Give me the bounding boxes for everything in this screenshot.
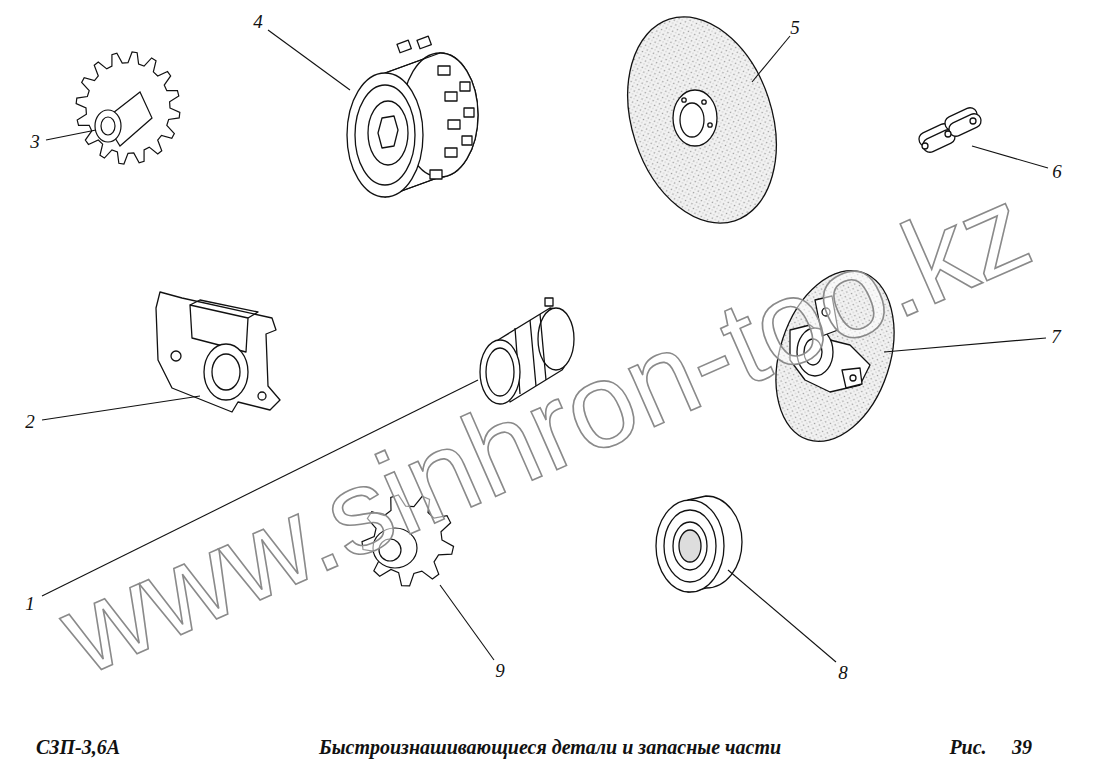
watermark: www.sinhron-too.kz (42, 161, 1047, 700)
model-code: СЗП-3,6А (36, 736, 120, 758)
disc-part (603, 0, 802, 242)
chain-part (917, 105, 984, 154)
callout-number: 8 (838, 663, 848, 684)
sprocket-hole (101, 117, 115, 135)
callout-number: 1 (25, 594, 35, 615)
callout-number: 5 (790, 18, 800, 39)
callout-number: 2 (25, 412, 35, 433)
figure-caption: Быстроизнашивающиеся детали и запасные ч… (319, 736, 781, 758)
callout-number: 6 (1052, 162, 1062, 183)
sprocket-bore (95, 110, 121, 142)
sprocket-part (76, 52, 180, 164)
sprocket-outline (76, 52, 180, 164)
figure-number: 39 (1012, 736, 1032, 758)
figure-label: Рис. (949, 736, 986, 758)
callout-number: 3 (30, 132, 40, 153)
callout-number: 4 (253, 12, 263, 33)
housing-part (156, 292, 280, 412)
wheel-part (347, 36, 478, 197)
callout-number: 7 (1051, 327, 1061, 348)
bearing-part (656, 496, 742, 592)
callout-number: 9 (495, 661, 505, 682)
